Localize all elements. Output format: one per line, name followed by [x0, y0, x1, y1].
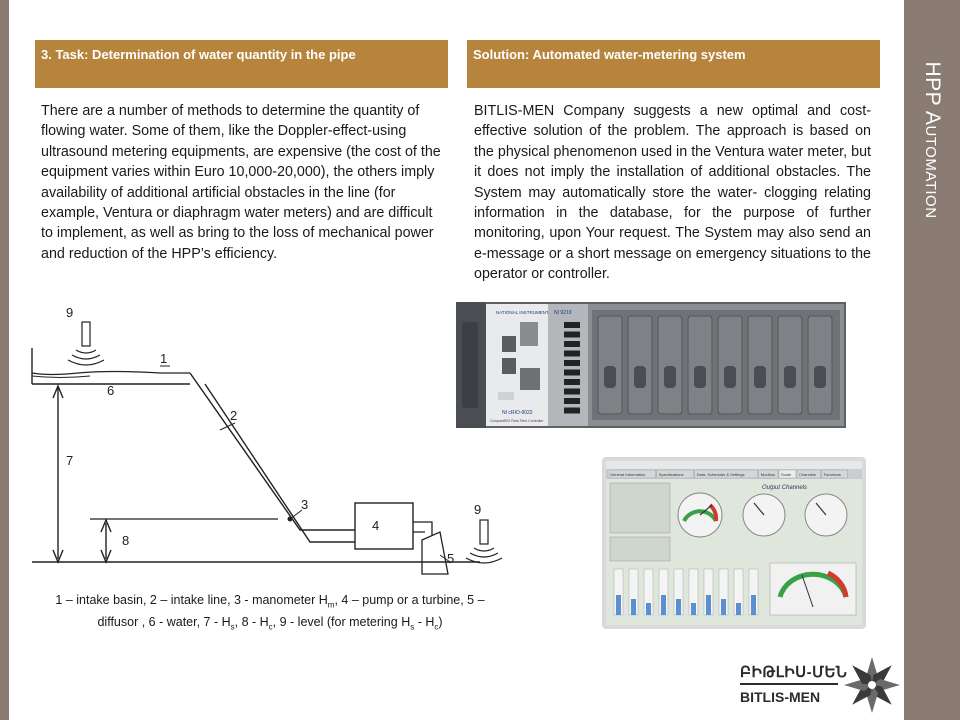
terminal-pin: [564, 360, 580, 366]
software-tab[interactable]: [694, 469, 758, 479]
controller-model: NI cRIO-9022: [502, 410, 533, 416]
task-header: 3. Task: Determination of water quantity…: [35, 40, 448, 88]
bar-fill: [631, 599, 636, 615]
slot-latch: [604, 366, 616, 388]
pump-box: [354, 502, 414, 550]
chassis-slot: [687, 315, 713, 415]
output-channels-title: Output Channels: [762, 485, 807, 491]
label-4: 4: [372, 518, 379, 533]
right-side-panel: [904, 0, 960, 720]
terminal-pin: [564, 388, 580, 395]
software-tab[interactable]: [656, 469, 694, 479]
slot-latch: [754, 366, 766, 388]
module-label: NI 9219: [554, 310, 572, 316]
terminal-pin: [564, 331, 580, 338]
gauge-main: [677, 492, 723, 538]
software-tab-label: Scale: [781, 472, 792, 477]
label-5: 5: [447, 551, 454, 566]
label-8: 8: [122, 533, 129, 548]
software-tab[interactable]: [607, 469, 656, 479]
software-tab-label: Specifications: [659, 472, 684, 477]
bar-fill: [646, 603, 651, 615]
bar-fill: [616, 595, 621, 615]
diagram-caption: 1 – intake basin, 2 – intake line, 3 - m…: [55, 593, 485, 631]
software-tab-label: Modbus: [761, 472, 775, 477]
label-2: 2: [230, 408, 237, 423]
label-9-right: 9: [474, 502, 481, 517]
chassis-slot: [807, 315, 833, 415]
software-tab[interactable]: [778, 469, 797, 479]
intake-line-upper: [189, 372, 355, 531]
chassis-slot: [657, 315, 683, 415]
software-screenshot: General Information Specifications Data, S…: [602, 457, 866, 629]
logo-armenian-text: ԲԻԹԼԻՍ-ՄԵՆ: [740, 664, 848, 681]
bar-fill: [661, 595, 666, 615]
gauge-3: [804, 493, 848, 537]
chassis-slot: [717, 315, 743, 415]
slot-latch: [694, 366, 706, 388]
bar-fill: [721, 599, 726, 615]
label-9-left: 9: [66, 305, 73, 320]
controller-photo: NATIONAL INSTRUMENTS NI cRIO-9022 Compac…: [456, 302, 846, 428]
water-surface: [31, 370, 190, 376]
star-center: [868, 681, 876, 689]
label-6: 6: [107, 383, 114, 398]
terminal-pin: [564, 369, 580, 376]
software-tab-label: Channels: [799, 472, 816, 477]
solution-header: Solution: Automated water-metering syste…: [467, 40, 880, 88]
hydraulic-diagram: 9 1 6 2 3 4 5 9 7 8: [31, 305, 503, 575]
star-petal: [852, 665, 872, 685]
intake-line-lower: [204, 383, 355, 543]
slot-latch: [664, 366, 676, 388]
label-1: 1: [160, 351, 167, 366]
star-petal: [872, 665, 892, 685]
star-logo-icon: [844, 657, 900, 713]
solution-paragraph: BITLIS-MEN Company suggests a new optima…: [474, 103, 871, 283]
company-logo: ԲԻԹԼԻՍ-ՄԵՆ BITLIS-MEN: [734, 655, 904, 715]
meter-panel: [769, 562, 857, 616]
side-title: HPP AUTOMATION: [921, 61, 944, 219]
gauge-2: [742, 493, 786, 537]
label-3: 3: [301, 497, 308, 512]
terminal-pin: [564, 398, 580, 404]
bar-fill: [706, 595, 711, 615]
terminal-pin: [564, 407, 580, 414]
software-tab[interactable]: [821, 469, 848, 479]
slot-latch: [814, 366, 826, 388]
terminal-pin: [564, 350, 580, 357]
software-tab-label: General Information: [610, 472, 645, 477]
controller-sub: CompactRIO Real-Time Controller: [490, 419, 544, 423]
logo-latin-text: BITLIS-MEN: [740, 689, 821, 705]
task-paragraph: There are a number of methods to determi…: [41, 103, 441, 262]
terminal-pin: [564, 379, 580, 385]
diffusor: [421, 531, 449, 575]
chassis-slot: [747, 315, 773, 415]
chassis-slot: [777, 315, 803, 415]
slot-latch: [634, 366, 646, 388]
slot-latch: [724, 366, 736, 388]
terminal-block: [564, 322, 580, 414]
left-border: [0, 0, 9, 720]
label-7: 7: [66, 453, 73, 468]
software-tab-label: Functions: [824, 472, 841, 477]
slot-latch: [784, 366, 796, 388]
bar-fill: [751, 595, 756, 615]
chassis-slot: [597, 315, 623, 415]
star-petal: [872, 685, 892, 705]
software-tab[interactable]: [758, 469, 779, 479]
terminal-pin: [564, 322, 580, 328]
software-tab[interactable]: [796, 469, 821, 479]
terminal-pin: [564, 341, 580, 347]
ni-brand: NATIONAL INSTRUMENTS: [496, 310, 552, 315]
chassis-slot: [627, 315, 653, 415]
level-sensor-right: [465, 519, 503, 564]
bar-fill: [691, 603, 696, 615]
software-tab-label: Data, Scheduler & Settings: [697, 472, 745, 477]
bar-fill: [676, 599, 681, 615]
star-petal: [852, 685, 872, 705]
level-sensor-left: [67, 321, 105, 366]
bar-fill: [736, 603, 741, 615]
